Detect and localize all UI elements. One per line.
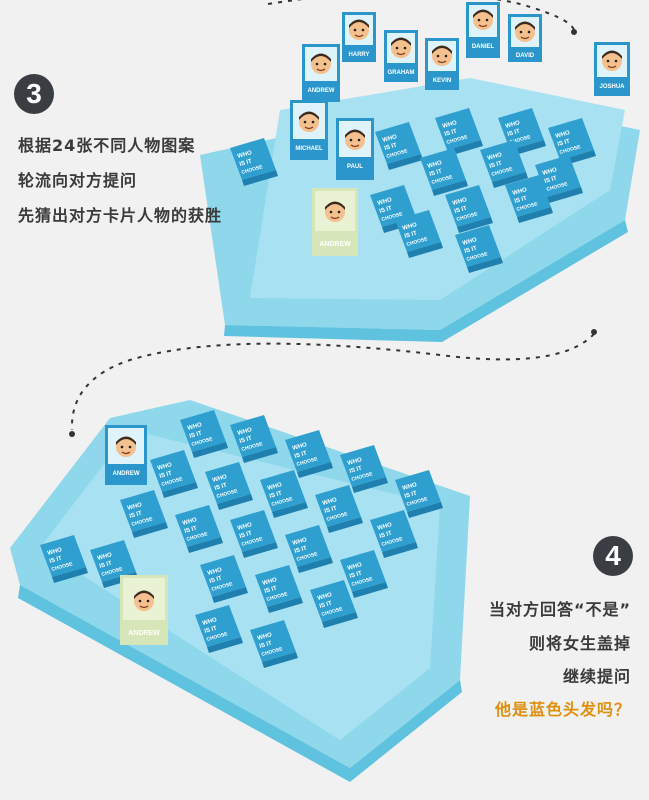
card-paul: PAUL (336, 118, 374, 180)
board-bottom (10, 400, 470, 782)
card-name-graham: GRAHAM (388, 70, 415, 76)
card-name-kevin: KEVIN (433, 78, 451, 84)
front-card-top: ANDREW (312, 188, 358, 256)
front-card-bottom: ANDREW (120, 575, 168, 645)
dot-top (571, 29, 577, 35)
card-name-david: DAVID (516, 53, 535, 59)
card-kevin: KEVIN (425, 38, 459, 90)
front-card-top-name: ANDREW (319, 241, 351, 248)
card-andrew-back: ANDREW (302, 44, 340, 102)
dot-middle-right (591, 329, 597, 335)
front-card-bottom-name: ANDREW (128, 630, 160, 637)
step-4-badge: 4 (593, 536, 633, 576)
card-michael: MICHAEL (290, 100, 328, 160)
card-name-michael: MICHAEL (295, 146, 323, 152)
card-name-andrew-back: ANDREW (308, 88, 335, 94)
card-andrew-board2: ANDREW (105, 425, 147, 485)
standing-cards-top: HARRY GRAHAM KEVIN DANIEL DAVID (290, 2, 630, 256)
step-4-line-3: 继续提问 (562, 667, 631, 686)
card-david: DAVID (508, 14, 542, 62)
card-name-daniel: DANIEL (472, 44, 495, 50)
step-4-line-1: 当对方回答“不是” (488, 600, 631, 619)
step-4-line-2: 则将女生盖掉 (528, 634, 631, 653)
step-4-question: 他是蓝色头发吗？ (494, 700, 631, 719)
step-3-line-2: 轮流向对方提问 (18, 171, 138, 190)
board-top (200, 78, 640, 342)
card-name-joshua: JOSHUA (599, 84, 625, 90)
card-graham: GRAHAM (384, 30, 418, 82)
card-name-andrew-board2: ANDREW (113, 471, 140, 477)
step-3-badge: 3 (14, 74, 54, 114)
card-name-paul: PAUL (347, 164, 363, 170)
card-joshua: JOSHUA (594, 42, 630, 96)
dotted-path-middle (70, 333, 595, 431)
card-harry: HARRY (342, 12, 376, 62)
card-daniel: DANIEL (466, 2, 500, 58)
dot-middle-left (69, 431, 75, 437)
card-name-harry: HARRY (348, 52, 369, 58)
step-3-line-1: 根据24张不同人物图案 (18, 136, 196, 155)
step-3-line-3: 先猜出对方卡片人物的获胜 (18, 206, 223, 225)
